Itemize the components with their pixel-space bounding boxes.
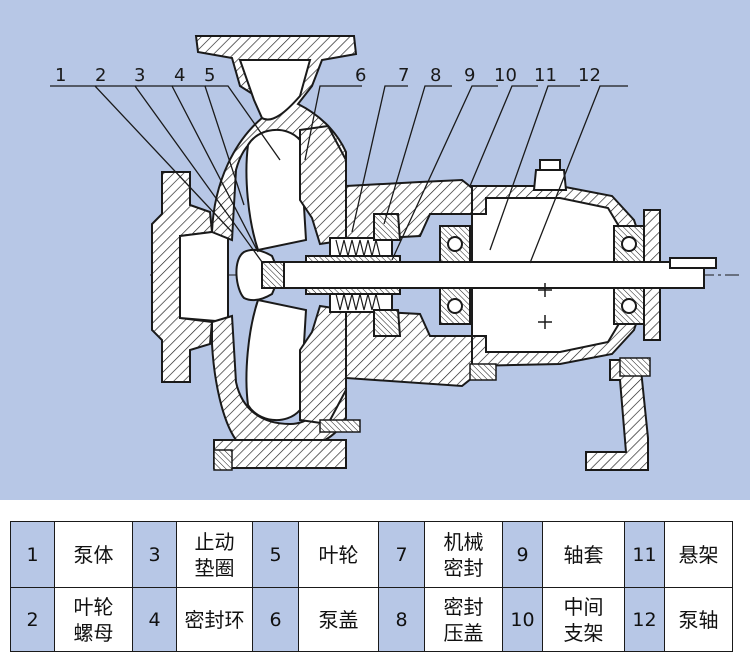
part-name: 机械密封	[424, 521, 503, 588]
callout-10: 10	[494, 65, 517, 86]
part-name: 中间支架	[542, 587, 625, 652]
bearing-front	[439, 225, 471, 325]
bearing-rear	[613, 225, 645, 325]
impeller-upper	[245, 128, 308, 252]
part-name: 轴套	[542, 521, 625, 588]
callout-8: 8	[430, 65, 441, 86]
part-name: 叶轮	[298, 521, 379, 588]
part-number: 10	[502, 587, 543, 652]
suction-flange	[151, 171, 214, 383]
part-name: 泵轴	[664, 587, 733, 652]
part-number: 9	[502, 521, 543, 588]
discharge-passage	[238, 59, 312, 121]
part-number: 4	[132, 587, 177, 652]
callout-5: 5	[204, 65, 215, 86]
suction-bore	[179, 228, 229, 324]
part-number: 3	[132, 521, 177, 588]
oil-level-marks	[538, 283, 552, 329]
pump-cross-section-panel: 1 2 3 4 5 6 7 8 9 10 11 12	[0, 0, 750, 500]
callout-2: 2	[95, 65, 106, 86]
bearing-frame-wall-upper	[471, 185, 642, 239]
bracket-support-foot	[585, 359, 649, 471]
part-number: 6	[252, 587, 299, 652]
callout-1: 1	[55, 65, 66, 86]
part-name: 泵体	[54, 521, 133, 588]
pump-shaft	[283, 261, 705, 289]
part-name: 悬架	[664, 521, 733, 588]
shaft-sleeve	[305, 255, 401, 295]
shaft-keyway	[669, 257, 717, 269]
seal-gland-lower	[373, 309, 402, 337]
callout-11: 11	[534, 65, 557, 86]
parts-row-top: 1 泵体 3 止动垫圈 5 叶轮 7 机械密封 9 轴套 11 悬架	[10, 521, 733, 588]
part-number: 11	[624, 521, 665, 588]
parts-legend-table: 1 泵体 3 止动垫圈 5 叶轮 7 机械密封 9 轴套 11 悬架 2 叶轮螺…	[10, 521, 733, 652]
mechanical-seal-spring-lower	[335, 293, 381, 311]
part-number: 12	[624, 587, 665, 652]
part-number: 8	[378, 587, 425, 652]
part-number: 7	[378, 521, 425, 588]
part-number: 5	[252, 521, 299, 588]
part-name: 止动垫圈	[176, 521, 253, 588]
callout-7: 7	[398, 65, 409, 86]
mechanical-seal-spring-upper	[335, 239, 381, 257]
callout-4: 4	[174, 65, 185, 86]
callout-6: 6	[355, 65, 366, 86]
part-number: 1	[10, 521, 55, 588]
part-name: 泵盖	[298, 587, 379, 652]
parts-row-bottom: 2 叶轮螺母 4 密封环 6 泵盖 8 密封压盖 10 中间支架 12 泵轴	[10, 587, 733, 652]
callout-3: 3	[134, 65, 145, 86]
bearing-end-cover	[643, 209, 661, 341]
callout-12: 12	[578, 65, 601, 86]
seal-gland-upper	[373, 213, 402, 241]
callout-9: 9	[464, 65, 475, 86]
flange-bolts	[213, 357, 651, 471]
part-name: 叶轮螺母	[54, 587, 133, 652]
pump-foot	[213, 439, 347, 469]
impeller-lower	[245, 298, 308, 422]
callout-leader-lines	[50, 85, 628, 264]
part-number: 2	[10, 587, 55, 652]
oil-filler-cap	[532, 159, 568, 191]
part-name: 密封环	[176, 587, 253, 652]
part-name: 密封压盖	[424, 587, 503, 652]
pump-cross-section-drawing: 1 2 3 4 5 6 7 8 9 10 11 12	[50, 35, 740, 471]
